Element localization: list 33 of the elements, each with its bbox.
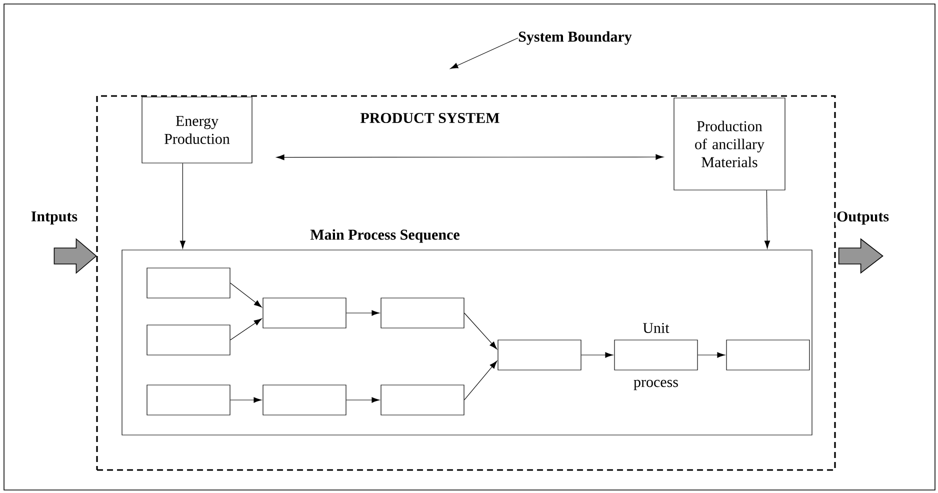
unit-process-box	[146, 324, 230, 356]
unit-process-box	[726, 340, 810, 370]
process-box: Energy Production	[142, 96, 252, 164]
arrow	[346, 397, 380, 403]
arrow	[464, 360, 498, 400]
boundary-label: System Boundary	[518, 31, 632, 45]
box-caption: process	[634, 380, 678, 390]
arrow	[464, 312, 498, 350]
arrow	[764, 190, 770, 249]
arrow	[450, 38, 518, 69]
edge-label: Outputs	[836, 210, 890, 226]
unit-process-box	[498, 340, 582, 370]
edge-label: Intputs	[30, 210, 79, 226]
unit-process-box	[262, 298, 346, 328]
arrow	[230, 318, 262, 340]
arrow	[180, 163, 186, 249]
arrow	[581, 352, 614, 358]
unit-process-box	[262, 384, 346, 416]
arrow	[230, 282, 262, 308]
node-label: Main Process Sequence	[310, 229, 460, 243]
unit-process-box	[380, 298, 464, 328]
arrow	[698, 352, 726, 358]
unit-process-box	[146, 384, 230, 416]
process-box: Production of ancillary Materials	[674, 98, 786, 190]
block-arrow	[838, 238, 884, 274]
unit-process-box	[614, 340, 698, 370]
block-arrow	[54, 238, 97, 274]
arrow	[346, 310, 380, 316]
box-caption: Unit	[642, 322, 670, 334]
arrow	[230, 397, 262, 403]
unit-process-box	[146, 268, 230, 298]
arrow	[276, 154, 664, 160]
unit-process-box	[380, 384, 464, 416]
